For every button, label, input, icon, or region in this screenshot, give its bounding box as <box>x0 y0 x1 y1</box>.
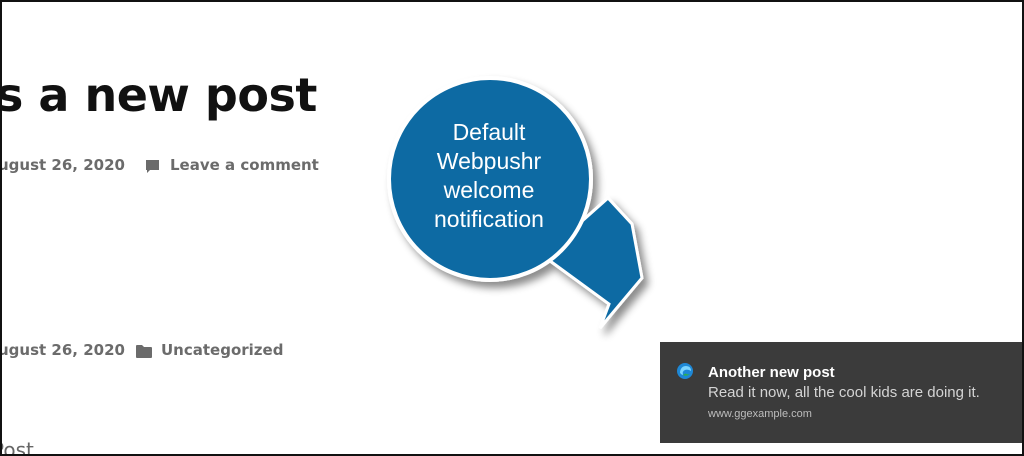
callout-text: Default Webpushr welcome notification <box>410 118 568 234</box>
partial-post-text: Post <box>2 438 34 456</box>
notification-source: www.ggexample.com <box>708 408 812 420</box>
edge-browser-icon <box>677 363 693 379</box>
push-notification-toast[interactable]: Another new post Read it now, all the co… <box>660 342 1022 443</box>
comment-icon <box>146 160 159 173</box>
category-link[interactable]: Uncategorized <box>161 341 284 359</box>
post-title[interactable]: s a new post <box>0 68 317 122</box>
leave-comment-link[interactable]: Leave a comment <box>170 156 319 174</box>
callout-line-4: notification <box>434 206 544 232</box>
post-date-link-2[interactable]: ugust 26, 2020 <box>0 341 125 359</box>
callout-circle <box>387 76 593 282</box>
notification-body: Read it now, all the cool kids are doing… <box>708 384 980 401</box>
callout-line-1: Default <box>452 119 526 145</box>
callout-arrow <box>543 195 644 329</box>
folder-icon <box>136 345 152 358</box>
callout-line-2: Webpushr <box>436 148 542 174</box>
notification-title: Another new post <box>708 364 835 381</box>
post-date-link[interactable]: ugust 26, 2020 <box>0 156 125 174</box>
callout-line-3: welcome <box>443 177 535 203</box>
